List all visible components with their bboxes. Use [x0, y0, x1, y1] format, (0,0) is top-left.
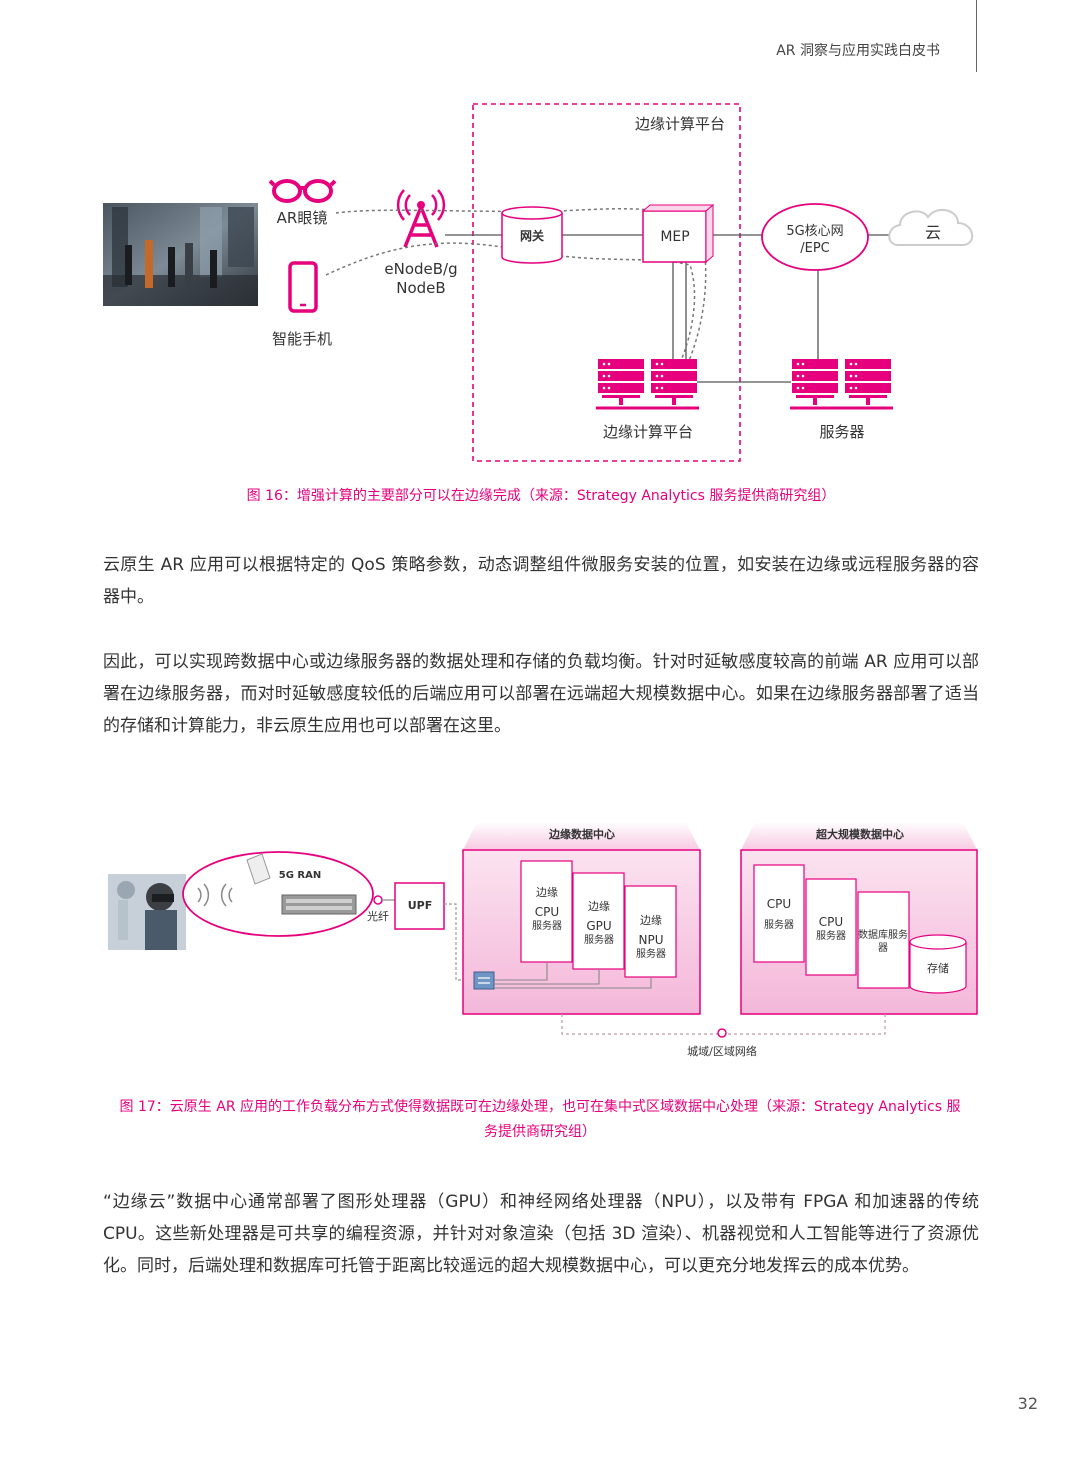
switch-icon: [473, 971, 495, 990]
server-rack-icon: [790, 359, 893, 410]
network-label: 城域/区域网络: [687, 1044, 757, 1058]
enodeb-label-line1: eNodeB/g: [384, 260, 457, 278]
mep-box: [641, 203, 715, 264]
core-network-ellipse: [761, 203, 869, 271]
wireless-signal-icon: [197, 883, 233, 907]
figure-17-caption: 图 17：云原生 AR 应用的工作负载分布方式使得数据既可在边缘处理，也可在集中…: [90, 1095, 990, 1145]
fiber-label: 光纤: [367, 909, 389, 923]
upf-label: UPF: [408, 899, 433, 912]
ar-glasses-icon: [268, 179, 337, 203]
mep-label: MEP: [660, 229, 689, 245]
database-label-2: 器: [878, 942, 888, 954]
hyper-dc-title: 超大规模数据中心: [815, 827, 904, 841]
paragraph-1: 云原生 AR 应用可以根据特定的 QoS 策略参数，动态调整组件微服务安装的位置…: [103, 555, 979, 607]
smartphone-label: 智能手机: [272, 330, 332, 348]
core-network-label-line1: 5G核心网: [786, 224, 843, 239]
figure-16-diagram: 边缘计算平台 AR眼镜 智能手机 eNodeB/g NodeB: [103, 103, 973, 462]
ar-user-photo: [108, 874, 186, 950]
street-crowd-photo: [103, 203, 258, 306]
fiber-node: [373, 895, 383, 905]
edge-gpu-label-3: 服务器: [584, 933, 614, 946]
ar-glasses-label: AR眼镜: [277, 209, 328, 227]
edge-gpu-server: [572, 872, 625, 970]
cpu-server-2: [805, 878, 857, 976]
edge-gpu-label-2: GPU: [586, 919, 611, 933]
cpu-server-2-label-2: 服务器: [816, 929, 846, 942]
cpu-server-1-label-2: 服务器: [764, 918, 794, 931]
enodeb-label-line2: NodeB: [396, 279, 445, 297]
platform-title: 边缘计算平台: [635, 115, 725, 133]
database-server: [857, 891, 910, 989]
smartphone-icon: [288, 261, 318, 313]
storage-cylinder: [909, 934, 967, 994]
upf-box: [394, 882, 445, 930]
edge-dc-title: 边缘数据中心: [548, 827, 615, 841]
data-flow-paths: [325, 208, 707, 364]
edge-cpu-label-1: 边缘: [536, 886, 558, 899]
servers-label: 服务器: [819, 423, 864, 441]
cpu-server-1: [753, 864, 805, 963]
gateway-label: 网关: [520, 228, 544, 243]
edge-servers-label: 边缘计算平台: [603, 423, 693, 441]
edge-npu-label-3: 服务器: [636, 947, 666, 960]
edge-gpu-label-1: 边缘: [588, 900, 610, 913]
network-links: [445, 234, 895, 383]
storage-label: 存储: [927, 961, 949, 975]
cpu-server-1-label-1: CPU: [767, 897, 791, 911]
edge-dc-links: [494, 962, 652, 989]
edge-npu-label-2: NPU: [639, 933, 664, 947]
ran-label: 5G RAN: [279, 870, 321, 881]
baseband-unit-icon: [281, 894, 357, 915]
figure-16-caption: 图 16：增强计算的主要部分可以在边缘完成（来源：Strategy Analyt…: [246, 488, 836, 504]
cpu-server-2-label-1: CPU: [819, 915, 843, 929]
cloud-icon: [888, 208, 973, 246]
ran-ellipse: [182, 851, 374, 937]
edge-npu-label-1: 边缘: [640, 914, 662, 927]
edge-cpu-label-3: 服务器: [532, 919, 562, 932]
edge-server-rack-icon: [596, 359, 699, 410]
paragraph-2: 因此，可以实现跨数据中心或边缘服务器的数据处理和存储的负载均衡。针对时延敏感度较…: [103, 652, 979, 736]
edge-platform-boundary: [472, 103, 741, 462]
header-title: AR 洞察与应用实践白皮书: [776, 43, 940, 59]
antenna-icon: [246, 853, 271, 885]
edge-cpu-label-2: CPU: [535, 905, 559, 919]
edge-npu-server: [624, 885, 677, 978]
figure-17-caption-line-1: 图 17：云原生 AR 应用的工作负载分布方式使得数据既可在边缘处理，也可在集中…: [119, 1099, 961, 1115]
radio-tower-icon: [396, 189, 446, 248]
edge-cpu-server: [520, 860, 573, 963]
page-number: 32: [1017, 1394, 1038, 1413]
metro-network-node: [717, 1028, 727, 1038]
header-divider: [976, 0, 977, 72]
cloud-label: 云: [925, 223, 941, 242]
paragraph-3: “边缘云”数据中心通常部署了图形处理器（GPU）和神经网络处理器（NPU），以及…: [103, 1192, 979, 1276]
database-label-1: 数据库服务: [858, 928, 908, 941]
gateway-cylinder: [501, 206, 563, 264]
core-network-label-line2: /EPC: [800, 241, 830, 256]
figure-17-diagram: 5G RAN 光纤 UPF 边缘数据中心 边缘 CPU 服务器 边缘 GPU 服…: [108, 822, 978, 1058]
figure-17-caption-line-2: 务提供商研究组）: [484, 1124, 596, 1140]
